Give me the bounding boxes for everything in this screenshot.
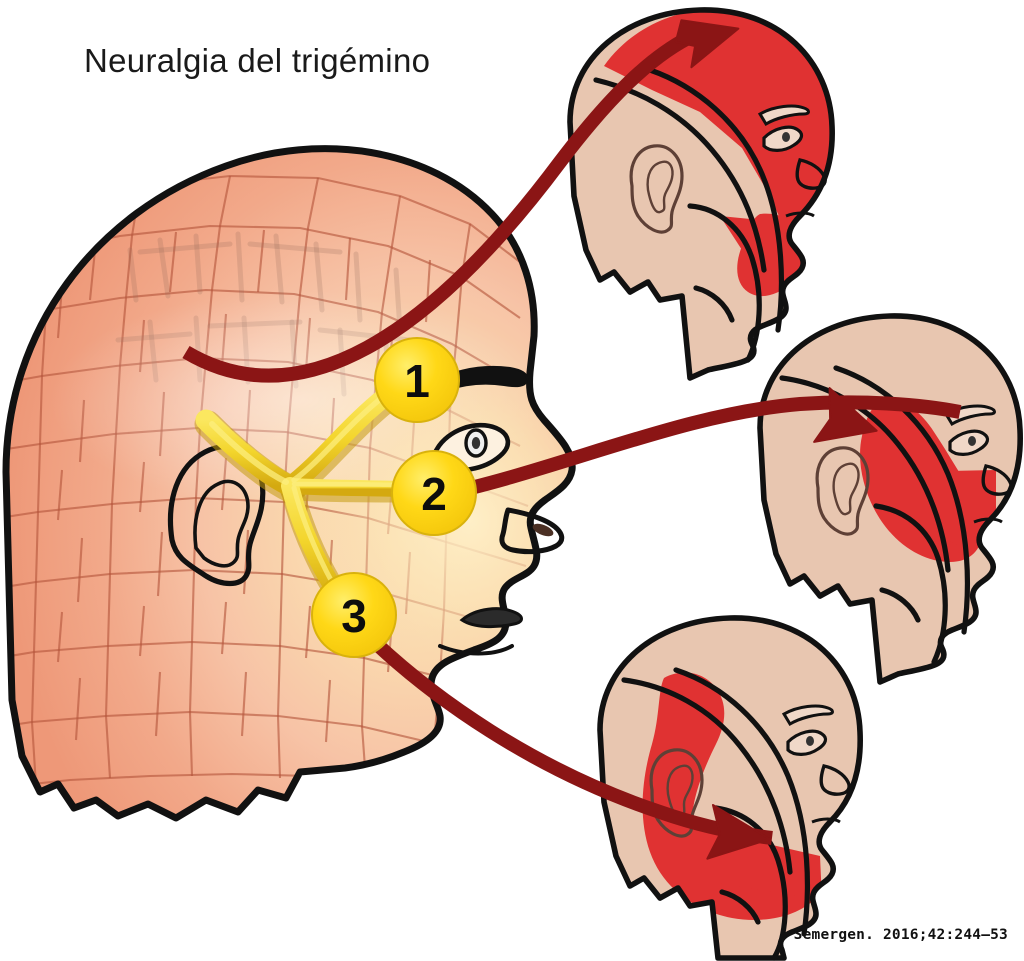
main-head-nostril — [532, 523, 554, 537]
figure-title: Neuralgia del trigémino — [84, 42, 431, 79]
inset-head-v1 — [567, 7, 835, 381]
arrow-1 — [182, 19, 740, 383]
inset-head-v3-features — [781, 704, 851, 824]
main-head-ear — [167, 444, 266, 587]
inset-head-v1-ear — [629, 144, 684, 234]
inset-head-v3-outline — [597, 615, 863, 961]
marker-3-circle[interactable] — [311, 572, 397, 658]
inset-head-v2-features — [943, 404, 1013, 524]
inset-head-v3 — [597, 615, 863, 961]
figure-citation: Semergen. 2016;42:244–53 — [793, 927, 1008, 943]
trigeminal-nerve — [194, 386, 411, 616]
marker-1-circle[interactable] — [374, 337, 460, 423]
inset-head-v2 — [757, 313, 1023, 685]
arrow-3 — [346, 615, 773, 860]
main-head-lip-line — [438, 644, 514, 656]
main-head-outline — [2, 145, 576, 822]
marker-2-circle[interactable] — [391, 450, 477, 536]
main-head-mouth — [459, 607, 523, 629]
main-head-group — [2, 145, 576, 822]
inset-head-v2-ear — [815, 446, 870, 536]
inset-head-v1-outline — [567, 7, 835, 381]
arrow-2 — [434, 387, 962, 503]
markers-group — [311, 337, 477, 658]
arrow-group — [182, 19, 962, 860]
inset-head-v1-features — [757, 104, 827, 218]
inset-head-v2-outline — [757, 313, 1023, 685]
main-head-nose — [499, 507, 565, 555]
nerve-branch-v2 — [282, 478, 408, 497]
